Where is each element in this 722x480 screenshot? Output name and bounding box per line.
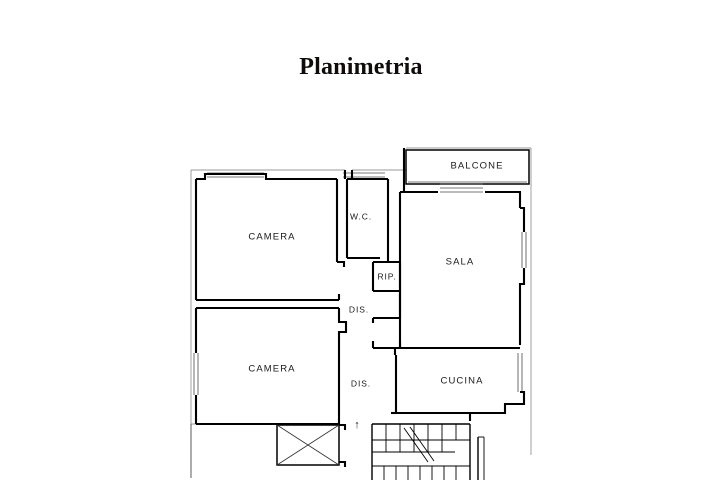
room-cucina <box>391 353 526 421</box>
stair-direction-arrow-icon: ↑ <box>354 419 360 431</box>
room-label-sala: SALA <box>446 257 475 268</box>
page-title: Planimetria <box>299 54 423 80</box>
room-label-camera-bottom: CAMERA <box>248 364 295 375</box>
room-wc <box>345 177 390 262</box>
room-label-camera-top: CAMERA <box>248 232 295 243</box>
room-camera-top <box>194 172 346 302</box>
door-jambs <box>190 148 406 478</box>
staircase <box>371 423 485 480</box>
room-label-dis-lower: DIS. <box>351 378 371 388</box>
room-label-dis-upper: DIS. <box>349 304 369 314</box>
room-sala <box>371 190 527 355</box>
room-label-balcone: BALCONE <box>450 161 503 172</box>
void-shaft <box>276 423 347 467</box>
room-label-wc: W.C. <box>350 211 372 221</box>
room-balcone <box>405 149 530 185</box>
room-camera-bottom <box>193 306 348 426</box>
room-label-rip: RIP. <box>377 271 396 281</box>
room-label-cucina: CUCINA <box>440 376 483 387</box>
hallway-upper-walls <box>371 316 400 323</box>
